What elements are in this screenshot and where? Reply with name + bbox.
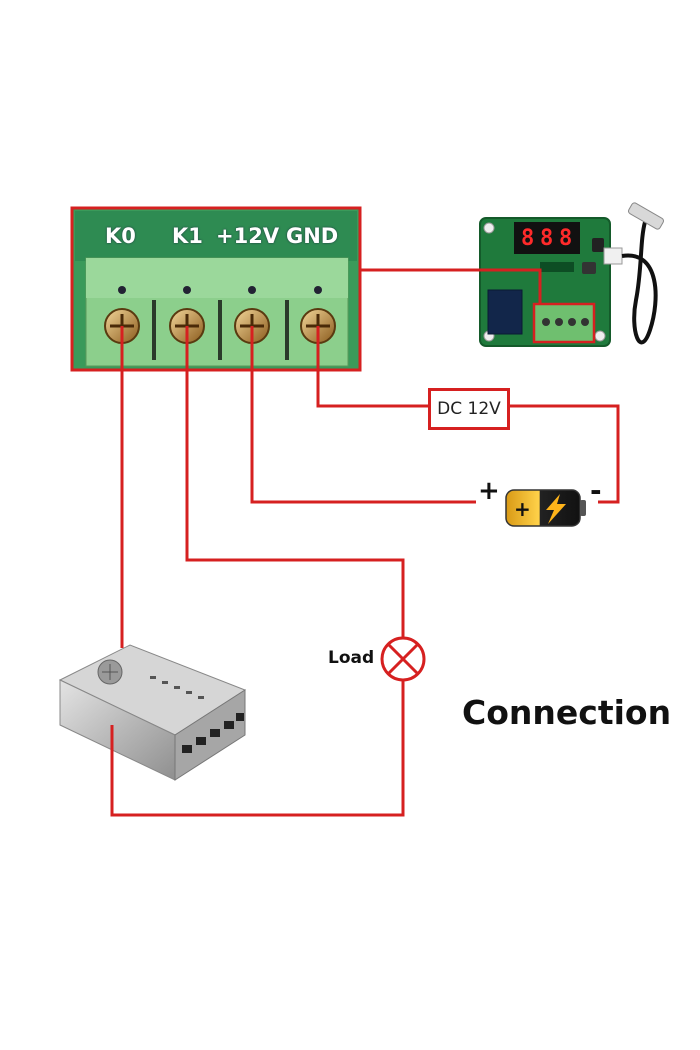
wires — [110, 268, 620, 817]
load-label: Load — [328, 648, 375, 668]
svg-text:+: + — [514, 497, 531, 521]
wire-k1 — [185, 326, 405, 637]
power-supply-unit — [58, 644, 247, 781]
display-digit: 8 — [540, 226, 554, 251]
diagram-title: Connection — [462, 693, 672, 732]
wire-board-link — [360, 268, 542, 304]
wire-gnd — [316, 326, 428, 408]
wire-12v — [250, 326, 476, 504]
battery-plus-label: + — [478, 476, 500, 506]
terminal-block — [70, 206, 362, 372]
wire-load-return — [110, 681, 405, 817]
display-digit: 8 — [521, 226, 535, 251]
terminal-label-k1: K1 — [172, 224, 203, 248]
power-label: DC 12V — [437, 399, 501, 419]
battery-minus-label: - — [590, 474, 602, 507]
battery-icon: + — [505, 489, 586, 527]
lamp-icon — [380, 636, 426, 682]
display-digit: 8 — [559, 226, 573, 251]
terminal-label-12v: +12V — [216, 224, 280, 248]
thermostat-board — [479, 217, 611, 347]
terminal-label-k0: K0 — [105, 224, 136, 248]
wire-dc-right — [510, 404, 620, 504]
temperature-probe — [603, 202, 664, 345]
power-label-box: DC 12V — [428, 388, 510, 430]
terminal-label-gnd: GND — [286, 224, 339, 248]
